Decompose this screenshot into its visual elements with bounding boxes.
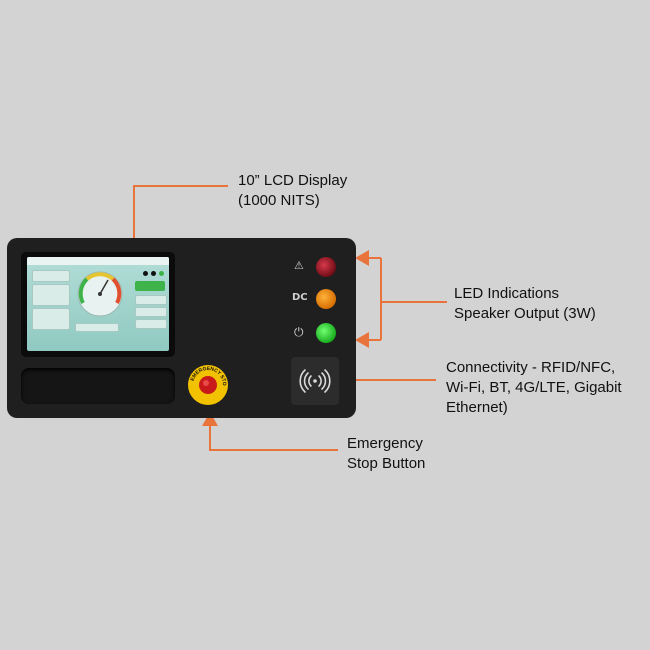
led-label-line1: LED Indications xyxy=(454,285,560,302)
led-green xyxy=(316,323,336,343)
screen-action-button[interactable] xyxy=(135,281,165,291)
screen-info-strip xyxy=(75,323,119,332)
lcd-display-label: 10” LCD Display (1000 NITS) xyxy=(238,171,347,211)
arrow-estop xyxy=(202,412,338,451)
led-red xyxy=(316,257,336,277)
screen-status-dot xyxy=(143,271,148,276)
screen-card xyxy=(135,307,167,317)
estop-label-line1: Emergency xyxy=(347,435,423,452)
device-panel: EMERGENCY STOP ⚠ DC ⏻ xyxy=(7,238,356,418)
emergency-stop-label: Emergency Stop Button xyxy=(347,434,425,474)
screen-card xyxy=(32,284,70,306)
emergency-stop-button[interactable]: EMERGENCY STOP xyxy=(187,364,229,406)
lcd-screen[interactable] xyxy=(27,257,169,351)
screen-status-dot xyxy=(159,271,164,276)
screen-card xyxy=(32,308,70,330)
warning-icon: ⚠ xyxy=(294,259,304,272)
connectivity-label: Connectivity - RFID/NFC, Wi-Fi, BT, 4G/L… xyxy=(446,358,622,418)
screen-status-dot xyxy=(151,271,156,276)
lcd-bezel xyxy=(21,252,175,357)
screen-card xyxy=(135,295,167,305)
screen-top-bar xyxy=(27,257,169,265)
connectivity-label-line1: Connectivity - RFID/NFC, xyxy=(446,359,616,376)
gauge-icon xyxy=(77,271,123,317)
lcd-label-line1: 10” LCD Display xyxy=(238,172,348,189)
lcd-label-line2: (1000 NITS) xyxy=(238,192,320,209)
handle-recess xyxy=(21,368,175,404)
led-label-line2: Speaker Output (3W) xyxy=(454,305,596,322)
led-indications-label: LED Indications Speaker Output (3W) xyxy=(454,284,596,324)
screen-card xyxy=(32,270,70,282)
power-icon: ⏻ xyxy=(294,325,304,339)
connectivity-label-line2: Wi-Fi, BT, 4G/LTE, Gigabit xyxy=(446,379,622,396)
contactless-icon xyxy=(299,369,331,393)
nfc-reader[interactable] xyxy=(291,357,339,405)
arrow-lcd xyxy=(126,185,228,264)
connectivity-label-line3: Ethernet) xyxy=(446,399,508,416)
dc-icon: DC xyxy=(292,292,308,303)
screen-card xyxy=(135,319,167,329)
led-orange xyxy=(316,289,336,309)
estop-label-line2: Stop Button xyxy=(347,455,426,472)
